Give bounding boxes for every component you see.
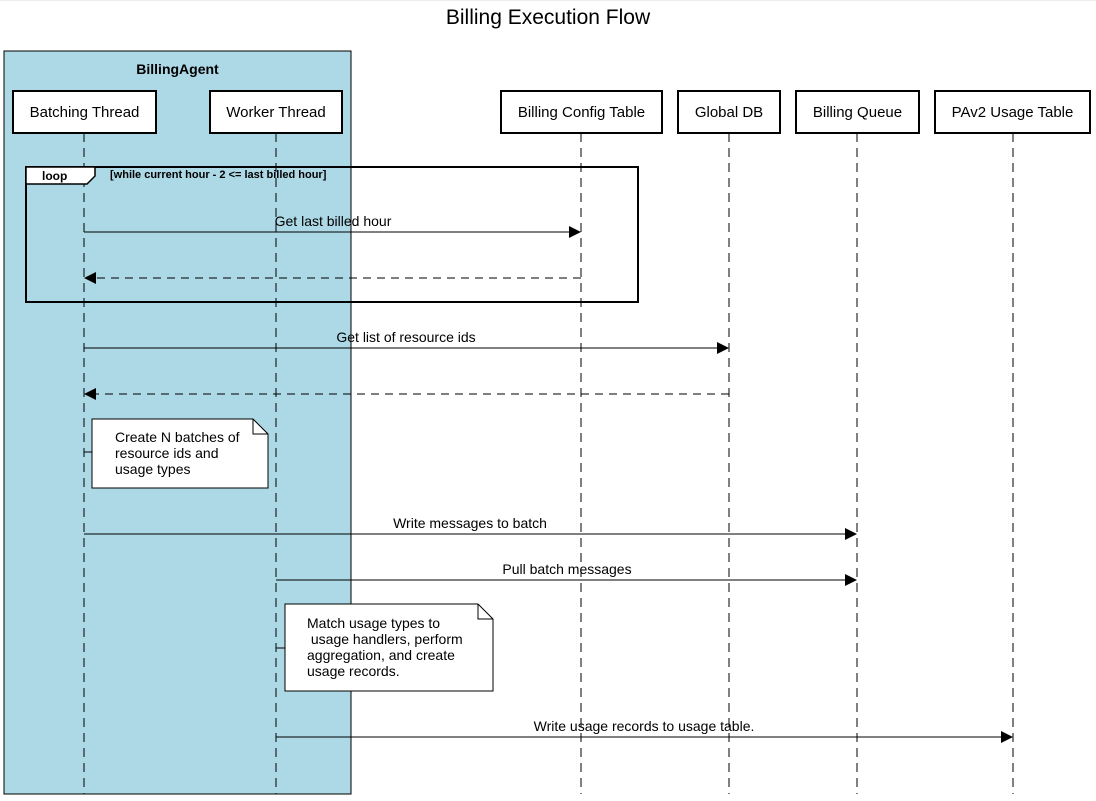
top-border	[0, 0, 1096, 1]
note-text-create-batches: Create N batches of resource ids and usa…	[115, 429, 240, 477]
participant-worker-thread[interactable]: Worker Thread	[209, 90, 343, 134]
loop-frame	[25, 166, 639, 303]
participant-pav2-usage-table[interactable]: PAv2 Usage Table	[934, 90, 1091, 134]
message-label-get-resource-ids: Get list of resource ids	[336, 329, 476, 345]
note-create-batches	[84, 418, 269, 489]
note-match-usage-types	[276, 603, 494, 692]
diagram-title: Billing Execution Flow	[445, 6, 651, 29]
message-label-write-usage-records: Write usage records to usage table.	[533, 718, 755, 734]
participant-billing-queue[interactable]: Billing Queue	[795, 90, 920, 134]
loop-keyword: loop	[42, 169, 68, 183]
lifelines	[83, 133, 1014, 794]
participant-billing-config-table[interactable]: Billing Config Table	[500, 90, 663, 134]
loop-frame-tab	[25, 166, 96, 185]
participant-batching-thread[interactable]: Batching Thread	[12, 90, 157, 134]
group-title-billing-agent: BillingAgent	[136, 61, 219, 77]
loop-guard-condition: [while current hour - 2 <= last billed h…	[110, 169, 327, 181]
note-text-match-usage-types: Match usage types to usage handlers, per…	[307, 615, 463, 679]
message-label-get-last-billed-hour: Get last billed hour	[274, 213, 392, 229]
message-label-pull-batch: Pull batch messages	[502, 561, 632, 577]
message-label-write-messages: Write messages to batch	[393, 515, 547, 531]
participant-global-db[interactable]: Global DB	[677, 90, 781, 134]
